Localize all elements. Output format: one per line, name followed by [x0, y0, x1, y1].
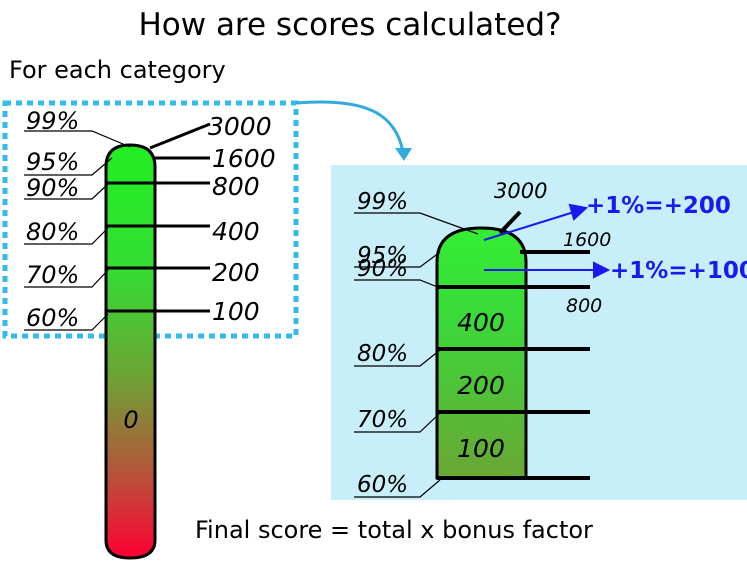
left-pct-70: 70% — [26, 261, 79, 289]
band-400: 400 — [457, 308, 505, 337]
bonus-arrows — [483, 203, 611, 279]
zoom-pct-80: 80% — [357, 341, 408, 367]
selection-box — [2, 100, 299, 339]
left-pct-99: 99% — [26, 107, 79, 135]
band-100: 100 — [457, 434, 505, 463]
left-pct-80: 80% — [26, 218, 79, 246]
zoom-arrow-head — [395, 148, 412, 161]
band-200: 200 — [457, 371, 505, 400]
zoom-pct-90: 90% — [357, 256, 408, 282]
left-pct-90: 90% — [26, 174, 79, 202]
category-subtitle: For each category — [9, 56, 226, 84]
left-percent-leaders — [24, 130, 131, 331]
left-score-labels: 3000 1600 800 400 200 100 — [208, 112, 276, 326]
left-score-800: 800 — [212, 172, 260, 201]
left-pct-60: 60% — [26, 304, 79, 332]
zoom-pct-99: 99% — [357, 189, 408, 215]
bonus-lower-label: +1%=+100 — [610, 258, 747, 284]
zoom-pct-70: 70% — [357, 407, 408, 433]
left-gauge-ticks — [106, 122, 211, 313]
zoom-band-values: 400 200 100 — [457, 308, 505, 463]
left-score-400: 400 — [212, 217, 260, 246]
page-title: How are scores calculated? — [138, 7, 561, 43]
left-score-200: 200 — [212, 258, 260, 287]
left-score-1600: 1600 — [212, 144, 276, 173]
bonus-upper-label: +1%=+200 — [586, 193, 731, 219]
left-percent-labels: 99% 95% 90% 80% 70% 60% — [26, 107, 79, 332]
zoom-percent-labels: 99% 95% 90% 80% 70% 60% — [357, 189, 408, 498]
zoom-arrow — [295, 100, 405, 153]
zoom-score-800: 800 — [566, 295, 602, 317]
zoom-percent-leaders — [354, 212, 479, 498]
zoom-pct-95: 95% — [357, 243, 408, 269]
left-score-100: 100 — [212, 297, 260, 326]
zoom-panel — [331, 165, 747, 500]
left-zero-label: 0 — [123, 406, 138, 434]
zoom-gauge-ticks — [437, 210, 590, 480]
left-score-3000: 3000 — [208, 112, 272, 141]
zoom-pct-60: 60% — [357, 472, 408, 498]
thermometer-gauge — [104, 143, 157, 560]
final-score-formula: Final score = total x bonus factor — [195, 516, 593, 544]
zoom-score-3000: 3000 — [494, 179, 547, 203]
left-pct-95: 95% — [26, 148, 79, 176]
zoom-score-1600: 1600 — [563, 229, 611, 251]
